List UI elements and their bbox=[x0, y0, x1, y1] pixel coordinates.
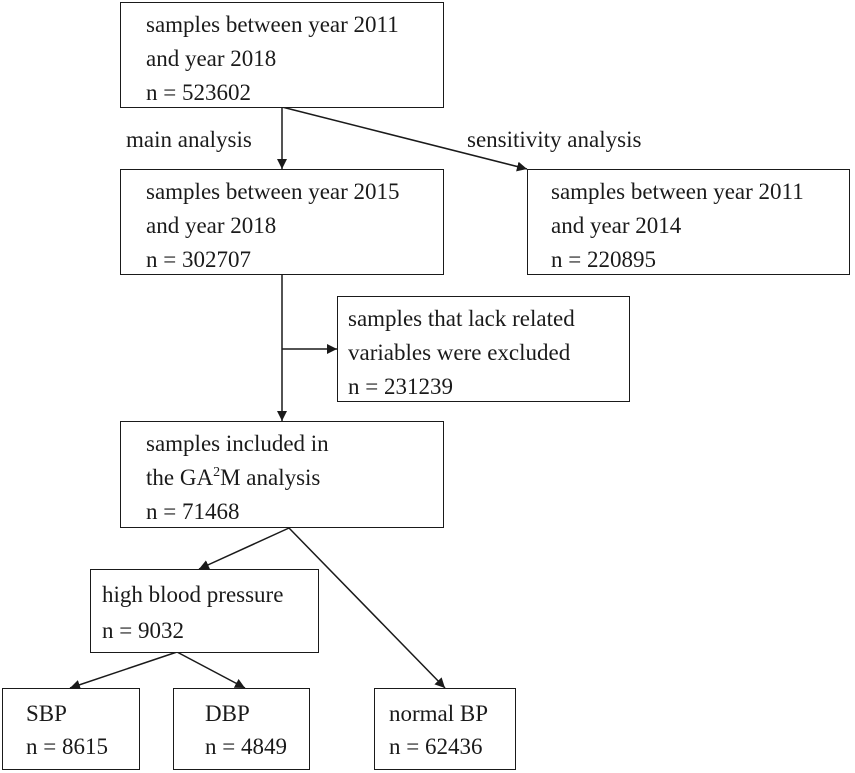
arrow-to-high-bp bbox=[198, 527, 290, 570]
node-text: SBP bbox=[26, 701, 67, 726]
node-excluded-samples: samples that lack related variables were… bbox=[337, 296, 630, 402]
node-text: variables were excluded bbox=[348, 340, 571, 365]
node-dbp: DBP n = 4849 bbox=[173, 688, 310, 770]
node-sensitivity-samples: samples between year 2011 and year 2014 … bbox=[527, 169, 850, 275]
node-text-suffix: M analysis bbox=[220, 465, 321, 490]
superscript: 2 bbox=[213, 465, 221, 480]
node-text: DBP bbox=[205, 701, 250, 726]
node-normal-bp: normal BP n = 62436 bbox=[374, 688, 516, 770]
node-text: samples between year 2015 bbox=[146, 179, 400, 204]
node-text-model: the GA2M analysis bbox=[146, 461, 443, 495]
node-text: and year 2014 bbox=[551, 213, 682, 238]
node-count: n = 302707 bbox=[146, 247, 251, 272]
node-count: n = 523602 bbox=[146, 80, 251, 105]
node-sbp: SBP n = 8615 bbox=[2, 688, 140, 770]
node-all-samples: samples between year 2011 and year 2018 … bbox=[120, 2, 444, 108]
node-included-samples: samples included in the GA2M analysis n … bbox=[120, 421, 444, 528]
node-text: normal BP bbox=[389, 701, 489, 726]
node-text: and year 2018 bbox=[146, 213, 277, 238]
node-main-samples: samples between year 2015 and year 2018 … bbox=[120, 169, 444, 275]
node-text: samples between year 2011 bbox=[146, 12, 399, 37]
node-text: high blood pressure bbox=[102, 582, 284, 607]
arrow-to-dbp bbox=[176, 651, 246, 689]
node-count: n = 9032 bbox=[102, 618, 184, 643]
node-count: n = 220895 bbox=[551, 247, 656, 272]
arrow-to-sensitivity-samples bbox=[281, 106, 528, 172]
node-text: samples that lack related bbox=[348, 306, 575, 331]
arrow-to-sbp bbox=[69, 651, 178, 690]
edge-label-sensitivity-analysis: sensitivity analysis bbox=[467, 127, 642, 152]
node-count: n = 8615 bbox=[26, 734, 108, 759]
node-high-blood-pressure: high blood pressure n = 9032 bbox=[90, 569, 319, 653]
node-text: samples included in bbox=[146, 431, 329, 456]
arrow-to-normal-bp bbox=[288, 527, 446, 689]
node-count: n = 62436 bbox=[389, 734, 483, 759]
node-count: n = 231239 bbox=[348, 374, 453, 399]
node-count: n = 71468 bbox=[146, 499, 240, 524]
node-text: samples between year 2011 bbox=[551, 179, 804, 204]
node-count: n = 4849 bbox=[205, 734, 287, 759]
node-text-prefix: the GA bbox=[146, 465, 214, 490]
node-text: and year 2018 bbox=[146, 46, 277, 71]
edge-label-main-analysis: main analysis bbox=[126, 127, 252, 152]
